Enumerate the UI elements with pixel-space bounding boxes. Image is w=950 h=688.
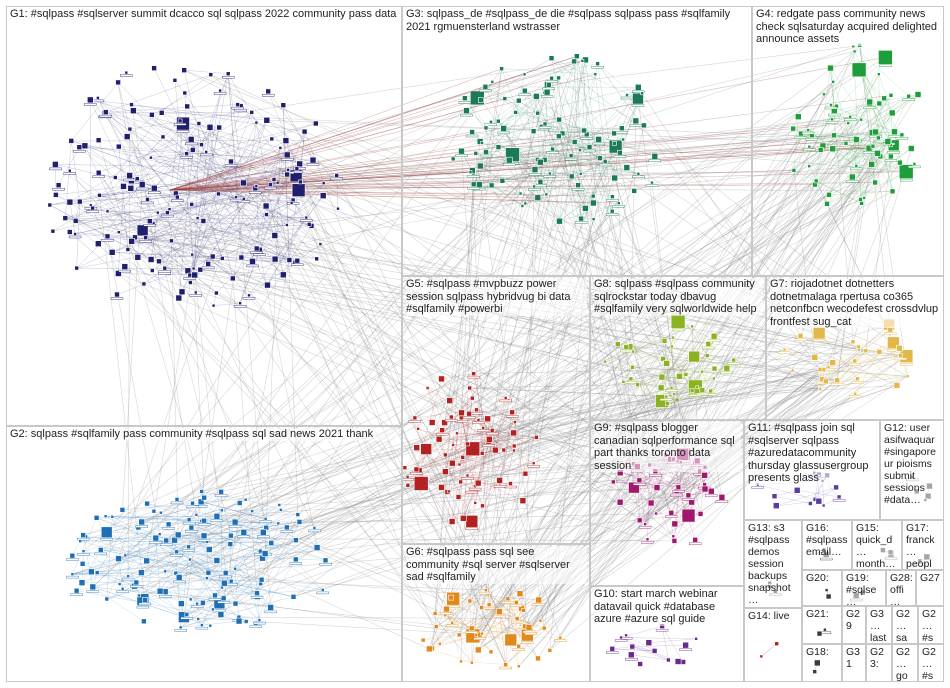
- group-g2-label: G2: sqlpass #sqlfamily pass community #s…: [10, 428, 399, 441]
- group-g30-label: G3… last…: [870, 608, 889, 644]
- group-g6-label: G6: #sqlpass pass sql see community #sql…: [406, 546, 587, 584]
- group-g12-label: G12: user asifwaquar #singapore ur piois…: [884, 422, 941, 506]
- group-g20-label: G20:: [806, 572, 839, 584]
- group-g13-label: G13: s3 #sqlpass demos session backups s…: [748, 522, 799, 606]
- group-g11-label: G11: #sqlpass join sql #sqlserver sqlpas…: [748, 422, 877, 485]
- group-g15-label: G15: quick_d… month…: [856, 522, 899, 570]
- group-g28-label: G28: offi…: [890, 572, 913, 606]
- group-g28-panel[interactable]: G28: offi…: [886, 570, 916, 606]
- group-g18-panel[interactable]: G18:: [802, 644, 842, 682]
- group-g23-panel[interactable]: G23:: [866, 644, 892, 682]
- group-g27-panel[interactable]: G27: [916, 570, 944, 606]
- group-g3-panel[interactable]: G3: sqlpass_de #sqlpass_de die #sqlpass …: [402, 6, 752, 276]
- group-g10-label: G10: start march webinar datavail quick …: [594, 588, 741, 626]
- group-g29-panel[interactable]: G29: [842, 606, 866, 644]
- group-g1-panel[interactable]: G1: #sqlpass #sqlserver summit dcacco sq…: [6, 6, 402, 426]
- group-g8-panel[interactable]: G8: sqlpass #sqlpass community sqlrockst…: [590, 276, 766, 420]
- group-g6-panel[interactable]: G6: #sqlpass pass sql see community #sql…: [402, 544, 590, 682]
- group-g9-label: G9: #sqlpass blogger canadian sqlperform…: [594, 422, 741, 472]
- group-g19-panel[interactable]: G19: #sqlse…: [842, 570, 886, 606]
- group-g24-label: G2… #s…: [922, 608, 941, 644]
- group-g10-panel[interactable]: G10: start march webinar datavail quick …: [590, 586, 744, 682]
- group-g17-panel[interactable]: G17: franck… peopl…: [902, 520, 944, 570]
- group-g12-panel[interactable]: G12: user asifwaquar #singapore ur piois…: [880, 420, 944, 520]
- group-g20-panel[interactable]: G20:: [802, 570, 842, 606]
- group-g24-panel[interactable]: G2… #s…: [918, 606, 944, 644]
- group-g15-panel[interactable]: G15: quick_d… month…: [852, 520, 902, 570]
- group-g27-label: G27: [920, 572, 941, 584]
- group-g30-panel[interactable]: G3… last…: [866, 606, 892, 644]
- group-g31-panel[interactable]: G31: [842, 644, 866, 682]
- group-g17-label: G17: franck… peopl…: [906, 522, 941, 570]
- group-g2-panel[interactable]: G2: sqlpass #sqlfamily pass community #s…: [6, 426, 402, 682]
- group-g1-label: G1: #sqlpass #sqlserver summit dcacco sq…: [10, 8, 399, 21]
- group-g26-label: G2… #s…: [922, 646, 941, 682]
- group-g4-panel[interactable]: G4: redgate pass community news check sq…: [752, 6, 944, 276]
- group-g19-label: G19: #sqlse…: [846, 572, 883, 606]
- group-g13-panel[interactable]: G13: s3 #sqlpass demos session backups s…: [744, 520, 802, 608]
- group-g4-label: G4: redgate pass community news check sq…: [756, 8, 941, 46]
- group-g16-panel[interactable]: G16: #sqlpass email…: [802, 520, 852, 570]
- group-g31-label: G31: [846, 646, 863, 670]
- group-g22-label: G2… sa…: [896, 608, 915, 644]
- group-g16-label: G16: #sqlpass email…: [806, 522, 849, 558]
- group-g3-label: G3: sqlpass_de #sqlpass_de die #sqlpass …: [406, 8, 749, 33]
- group-g14-panel[interactable]: G14: live: [744, 608, 802, 682]
- group-g25-panel[interactable]: G2… go…: [892, 644, 918, 682]
- group-g18-label: G18:: [806, 646, 839, 658]
- group-g14-label: G14: live: [748, 610, 799, 622]
- group-g29-label: G29: [846, 608, 863, 632]
- group-g21-label: G21:: [806, 608, 839, 620]
- group-g23-label: G23:: [870, 646, 889, 670]
- group-g9-panel[interactable]: G9: #sqlpass blogger canadian sqlperform…: [590, 420, 744, 586]
- group-g7-panel[interactable]: G7: riojadotnet dotnetters dotnetmalaga …: [766, 276, 944, 420]
- group-g25-label: G2… go…: [896, 646, 915, 682]
- group-g7-label: G7: riojadotnet dotnetters dotnetmalaga …: [770, 278, 941, 328]
- group-g26-panel[interactable]: G2… #s…: [918, 644, 944, 682]
- group-g8-label: G8: sqlpass #sqlpass community sqlrockst…: [594, 278, 763, 316]
- group-g21-panel[interactable]: G21:: [802, 606, 842, 644]
- group-g11-panel[interactable]: G11: #sqlpass join sql #sqlserver sqlpas…: [744, 420, 880, 520]
- group-g22-panel[interactable]: G2… sa…: [892, 606, 918, 644]
- group-g5-label: G5: #sqlpass #mvpbuzz power session sqlp…: [406, 278, 587, 316]
- group-g5-panel[interactable]: G5: #sqlpass #mvpbuzz power session sqlp…: [402, 276, 590, 544]
